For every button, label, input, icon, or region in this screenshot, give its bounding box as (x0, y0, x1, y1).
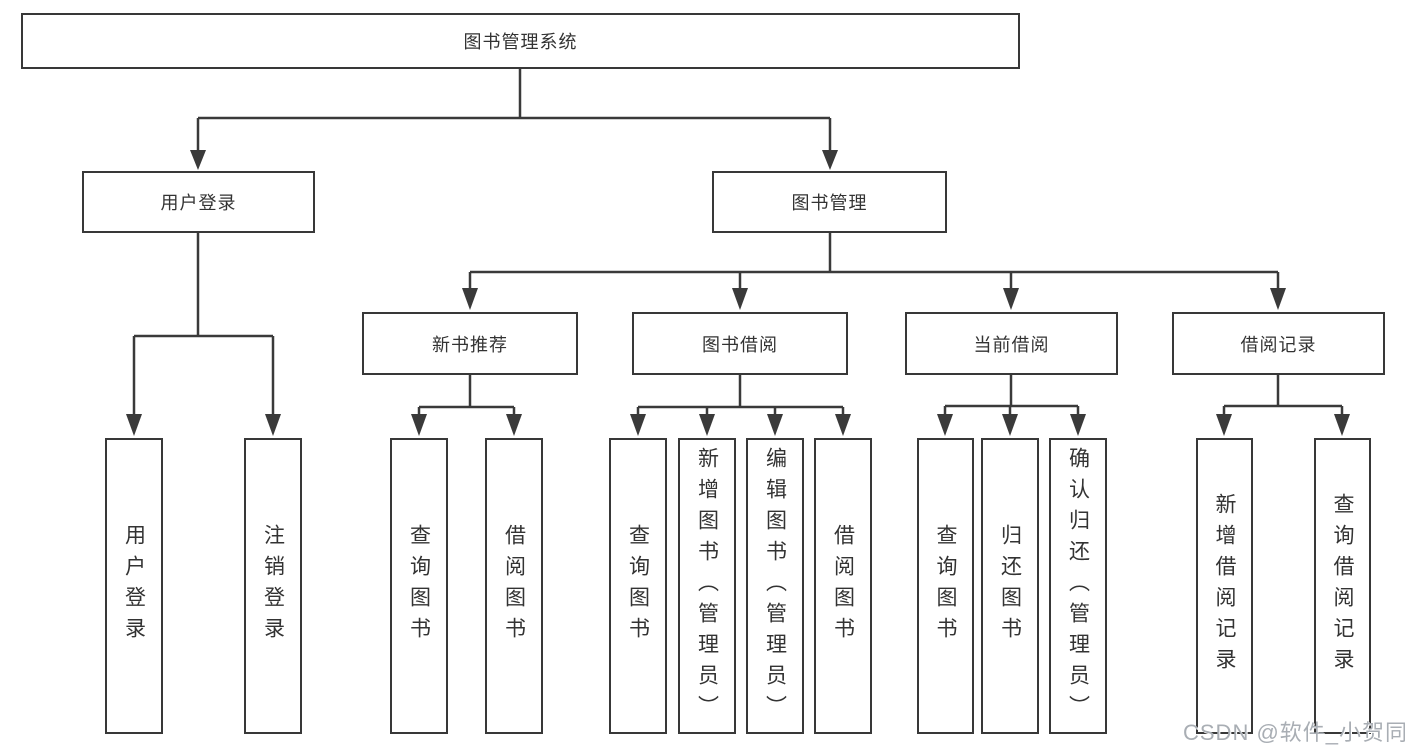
node-current-borrow: 当前借阅 (905, 312, 1118, 375)
node-current-borrow-label: 当前借阅 (973, 334, 1050, 355)
leaf-borrow-books-1-label: 借阅图书 (502, 524, 526, 648)
leaf-query-books-1-label: 查询图书 (407, 524, 431, 648)
leaf-borrow-books-2-label: 借阅图书 (831, 524, 855, 648)
node-new-book-recommend-label: 新书推荐 (432, 334, 508, 355)
leaf-confirm-return-admin: 确认归还（管理员） (1049, 438, 1107, 734)
leaf-add-book-admin: 新增图书（管理员） (678, 438, 736, 734)
leaf-edit-book-admin-label: 编辑图书（管理员） (763, 446, 787, 726)
leaf-edit-book-admin: 编辑图书（管理员） (746, 438, 804, 734)
leaf-query-borrow-record-label: 查询借阅记录 (1331, 493, 1354, 679)
leaf-query-books-1: 查询图书 (390, 438, 448, 734)
node-book-management-label: 图书管理 (791, 193, 868, 213)
leaf-borrow-books-2: 借阅图书 (814, 438, 872, 734)
leaf-borrow-books-1: 借阅图书 (485, 438, 543, 734)
node-user-login-label: 用户登录 (160, 193, 237, 213)
node-user-login: 用户登录 (82, 171, 315, 233)
leaf-user-login: 用户登录 (105, 438, 163, 734)
leaf-user-login-label: 用户登录 (122, 524, 146, 648)
leaf-add-book-admin-label: 新增图书（管理员） (695, 446, 719, 726)
leaf-return-books: 归还图书 (981, 438, 1039, 734)
node-library-system-label: 图书管理系统 (463, 32, 578, 52)
csdn-watermark: CSDN @软件_小贺同学 (1183, 720, 1405, 745)
leaf-logout-login-label: 注销登录 (261, 524, 285, 648)
leaf-query-books-3-label: 查询图书 (934, 524, 957, 648)
node-book-borrow-label: 图书借阅 (702, 334, 778, 355)
leaf-add-borrow-record: 新增借阅记录 (1196, 438, 1253, 734)
leaf-confirm-return-admin-label: 确认归还（管理员） (1066, 446, 1090, 726)
node-library-system: 图书管理系统 (21, 13, 1020, 69)
leaf-logout-login: 注销登录 (244, 438, 302, 734)
node-borrow-records-label: 借阅记录 (1240, 334, 1317, 355)
node-borrow-records: 借阅记录 (1172, 312, 1385, 375)
leaf-query-books-2: 查询图书 (609, 438, 667, 734)
leaf-query-books-3: 查询图书 (917, 438, 974, 734)
leaf-add-borrow-record-label: 新增借阅记录 (1213, 493, 1236, 679)
leaf-return-books-label: 归还图书 (998, 524, 1022, 648)
node-new-book-recommend: 新书推荐 (362, 312, 578, 375)
node-book-management: 图书管理 (712, 171, 947, 233)
leaf-query-books-2-label: 查询图书 (626, 524, 650, 648)
leaf-query-borrow-record: 查询借阅记录 (1314, 438, 1371, 734)
node-book-borrow: 图书借阅 (632, 312, 848, 375)
